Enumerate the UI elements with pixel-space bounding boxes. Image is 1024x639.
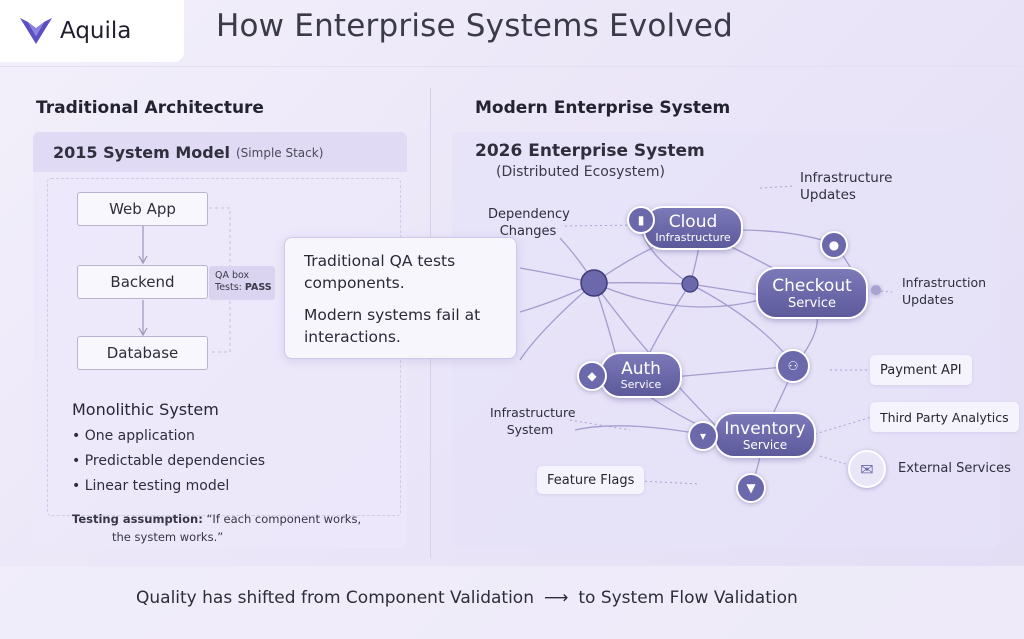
inventory-node-sub: Service <box>742 438 788 452</box>
qa-pass-badge: PASS <box>244 282 272 293</box>
footer-band <box>0 566 1024 639</box>
auth-node-sub: Service <box>620 378 662 391</box>
payment-api-box[interactable]: Payment API <box>870 355 972 385</box>
monolithic-title: Monolithic System <box>72 400 219 419</box>
modern-panel-title: 2026 Enterprise System <box>475 141 705 161</box>
callout-line-2: Modern systems fail at interactions. <box>304 306 481 346</box>
footer-from: Quality has shifted from Component Valid… <box>136 588 534 608</box>
web-app-box: Web App <box>77 192 208 226</box>
flag-icon[interactable]: ▼ <box>736 473 766 503</box>
qa-box-title: QA box <box>215 270 250 281</box>
page-title: How Enterprise Systems Evolved <box>216 8 734 44</box>
cloud-node-sub: Infrastructure <box>655 231 731 244</box>
auth-node[interactable]: Auth Service <box>600 352 682 398</box>
testing-assumption: Testing assumption: “If each component w… <box>72 510 392 546</box>
inventory-node[interactable]: Inventory Service <box>714 412 816 458</box>
infrastructure-updates-label: Infrastructure Updates <box>800 170 893 203</box>
checkout-node-name: Checkout <box>772 276 852 296</box>
cloud-node[interactable]: Cloud Infrastructure <box>643 206 743 250</box>
checkout-node-sub: Service <box>787 296 837 311</box>
callout-line-1: Traditional QA tests components. <box>304 252 456 292</box>
qa-box-label: QA box Tests: PASS <box>209 266 275 300</box>
backend-box: Backend <box>77 265 208 299</box>
brand-name: Aquila <box>60 18 132 44</box>
connector-dot-icon <box>871 285 881 295</box>
aquila-logo-icon <box>20 18 52 44</box>
assumption-text-2: the system works.” <box>112 530 224 544</box>
infrastruction-updates-label: Infrastruction Updates <box>902 275 987 307</box>
footer-to: to System Flow Validation <box>578 588 798 608</box>
bullet-item: • One application <box>72 428 195 444</box>
modern-panel <box>452 132 1000 548</box>
third-party-analytics-box[interactable]: Third Party Analytics <box>870 402 1019 432</box>
shield-icon[interactable]: ◆ <box>577 361 607 391</box>
qa-tests-prefix: Tests: <box>215 282 245 293</box>
traditional-panel-header: 2015 System Model (Simple Stack) <box>33 132 407 172</box>
left-section-title: Traditional Architecture <box>36 98 264 118</box>
bullet-item: • Linear testing model <box>72 478 230 494</box>
cloud-node-name: Cloud <box>668 212 718 232</box>
title-divider <box>0 66 1024 67</box>
footer-statement: Quality has shifted from Component Valid… <box>136 588 798 608</box>
dependency-changes-label: Dependency Changes <box>488 207 570 239</box>
assumption-label: Testing assumption: <box>72 512 203 526</box>
modern-panel-subtitle: (Distributed Ecosystem) <box>496 164 665 180</box>
traditional-panel-subtitle: (Simple Stack) <box>236 146 324 160</box>
infrastructure-system-label: Infrastructure System <box>490 405 576 437</box>
assumption-text: “If each component works, <box>206 512 362 526</box>
cloud-icon[interactable]: ▮ <box>627 206 655 234</box>
box-icon[interactable]: ▾ <box>688 421 718 451</box>
people-icon[interactable]: ⚇ <box>776 349 810 383</box>
qa-callout: Traditional QA tests components. Modern … <box>284 237 517 359</box>
database-box: Database <box>77 336 208 370</box>
traditional-panel-title: 2015 System Model <box>53 143 231 162</box>
brand-logo[interactable]: Aquila <box>0 0 184 62</box>
auth-node-name: Auth <box>621 359 661 379</box>
feature-flags-box[interactable]: Feature Flags <box>537 466 645 494</box>
right-section-title: Modern Enterprise System <box>475 98 731 118</box>
external-services-label[interactable]: External Services <box>898 461 1011 476</box>
mail-icon[interactable]: ✉ <box>848 450 886 488</box>
checkout-node[interactable]: Checkout Service <box>756 267 868 319</box>
arrow-right-icon: ⟶ <box>543 588 569 608</box>
bullet-item: • Predictable dependencies <box>72 453 266 469</box>
inventory-node-name: Inventory <box>724 419 806 439</box>
dot-node-icon[interactable]: ● <box>820 231 848 259</box>
